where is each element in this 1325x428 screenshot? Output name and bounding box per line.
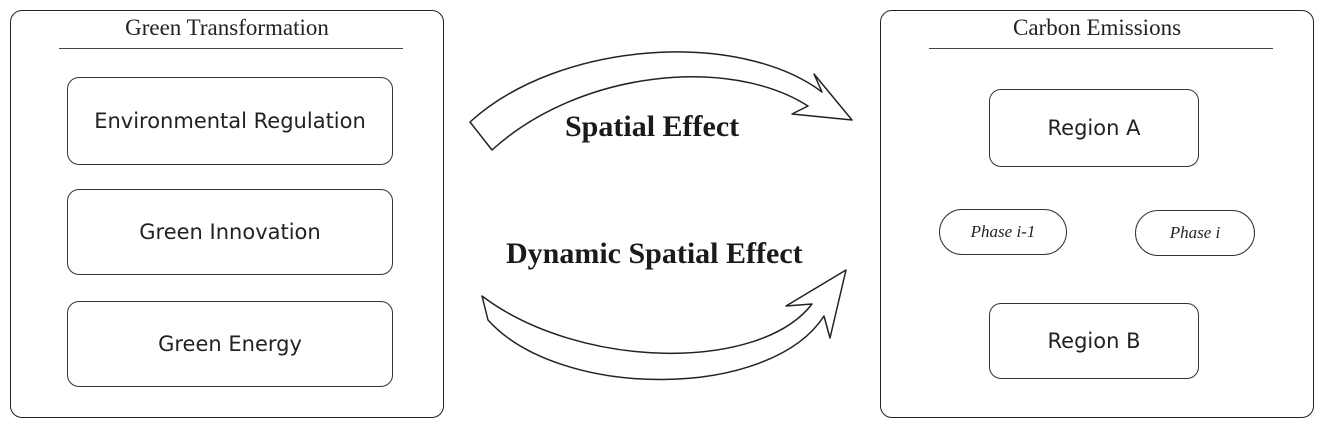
green-transformation-panel: Green Transformation Environmental Regul… [10, 10, 444, 418]
dynamic-spatial-effect-label: Dynamic Spatial Effect [506, 237, 803, 270]
green-transformation-title: Green Transformation [125, 15, 329, 40]
environmental-regulation-box: Environmental Regulation [67, 77, 393, 165]
green-innovation-box: Green Innovation [67, 189, 393, 275]
phase-prev-pill: Phase i-1 [939, 209, 1067, 255]
title-divider [59, 48, 403, 49]
spatial-effect-arrow [469, 51, 853, 151]
phase-current-pill: Phase i [1135, 210, 1255, 256]
region-a-box: Region A [989, 89, 1199, 167]
spatial-effect-label: Spatial Effect [565, 110, 740, 143]
dynamic-spatial-effect-arrow [481, 269, 847, 381]
green-energy-box: Green Energy [67, 301, 393, 387]
carbon-emissions-title: Carbon Emissions [1012, 15, 1182, 40]
region-b-box: Region B [989, 303, 1199, 379]
title-divider [929, 48, 1273, 49]
carbon-emissions-panel: Carbon Emissions Region A Phase i-1 Phas… [880, 10, 1314, 418]
